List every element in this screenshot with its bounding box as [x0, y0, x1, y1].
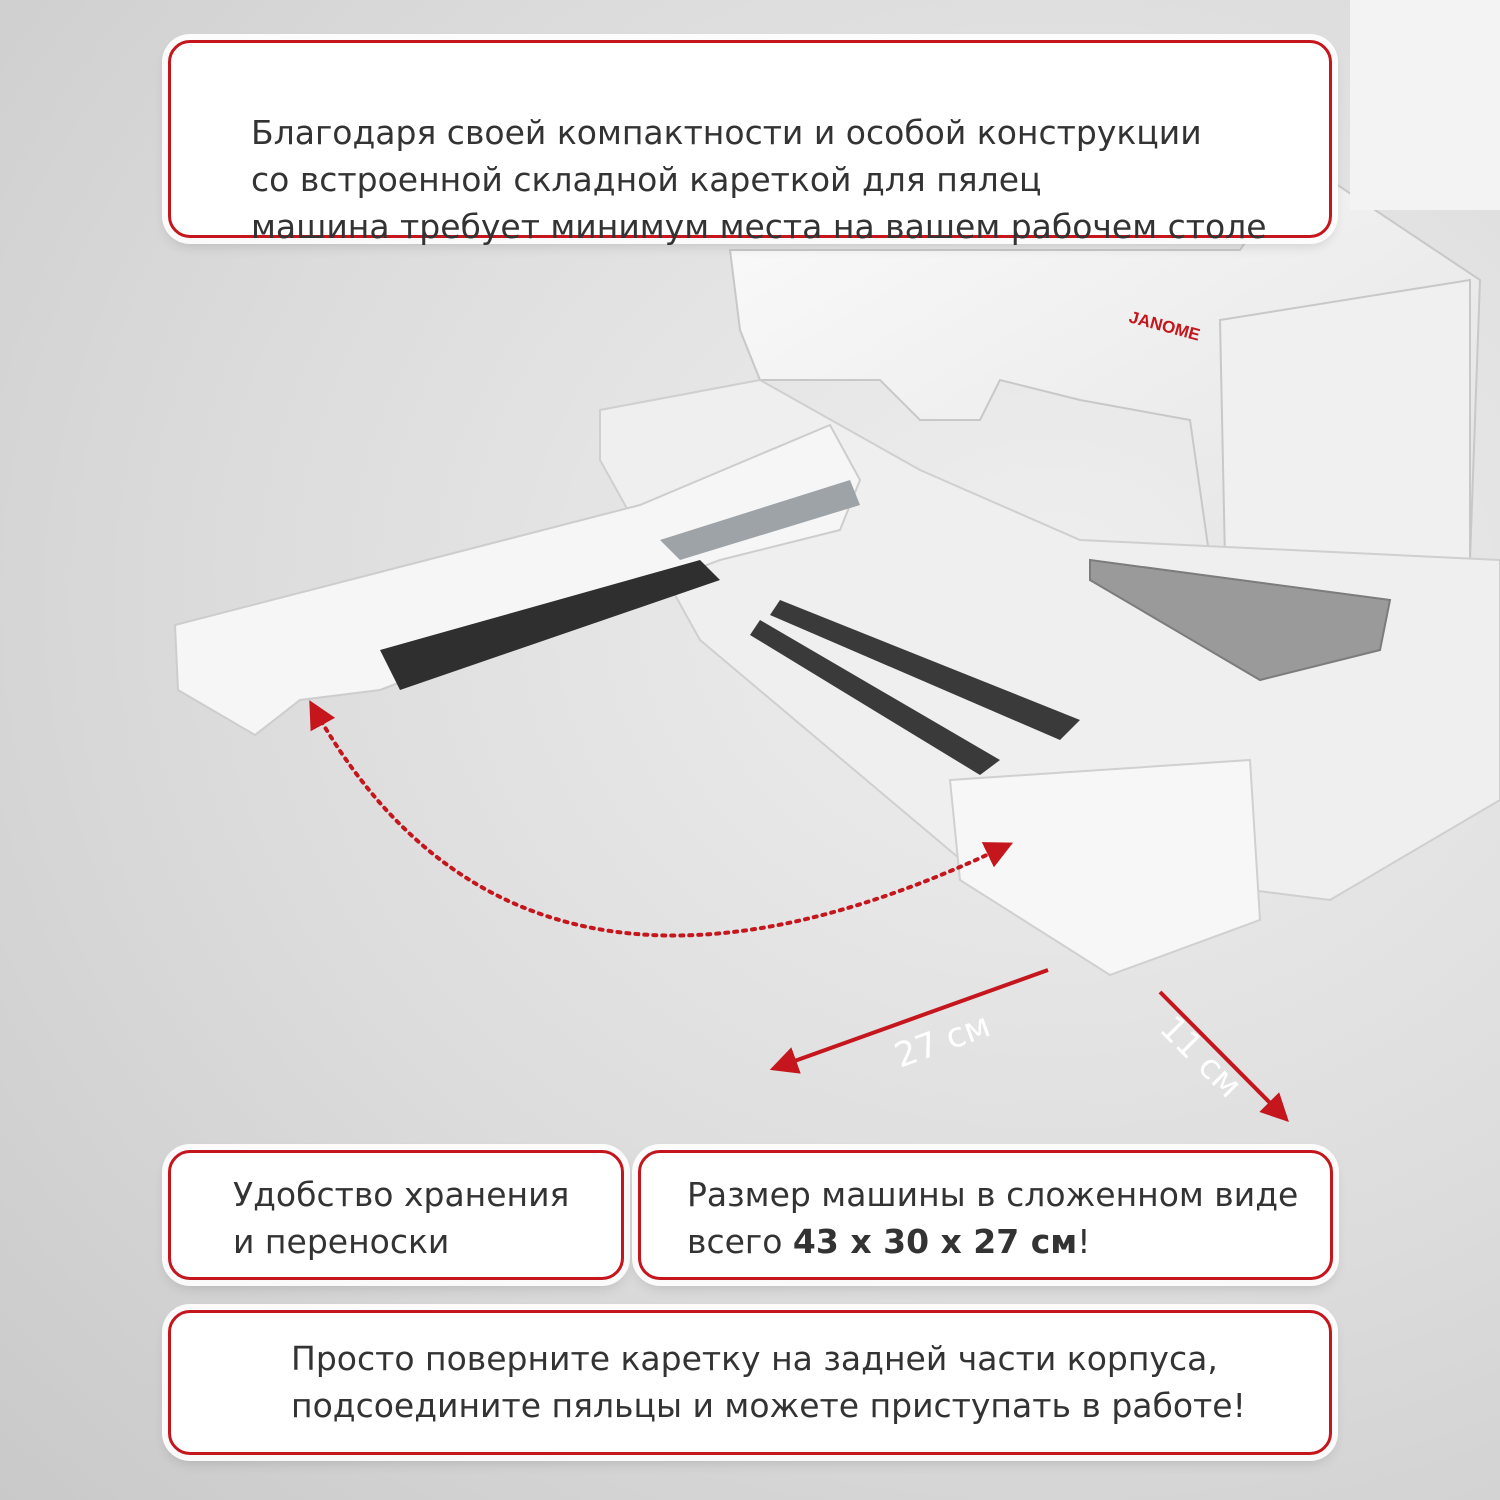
depth-dimension-arrow: [1158, 990, 1289, 1122]
size-value: 43 х 30 х 27 см: [792, 1222, 1078, 1261]
rotation-arrow: [309, 700, 1014, 938]
callout-text-line: Благодаря своей компактности и особой ко…: [251, 113, 1202, 152]
sewing-machine-body: JANOME: [728, 0, 1500, 602]
feature-callout-usage: Просто поверните каретку на задней части…: [168, 1310, 1332, 1455]
feature-callout-storage: Удобство хранения и переноски: [168, 1150, 624, 1280]
callout-text-line: Удобство хранения: [233, 1175, 570, 1214]
callout-text-line: со встроенной складной кареткой для пяле…: [251, 160, 1042, 199]
width-dimension-arrow: [769, 968, 1049, 1074]
embroidery-arm: [173, 423, 862, 737]
callout-text-line: и переноски: [233, 1222, 450, 1261]
size-suffix: !: [1077, 1222, 1091, 1261]
callout-text-line: подсоедините пяльцы и можете приступать …: [291, 1386, 1246, 1425]
callout-text-line: Размер машины в сложенном виде: [687, 1175, 1299, 1214]
needle-plate: [1089, 558, 1392, 682]
size-prefix: всего: [687, 1222, 793, 1261]
arm-control-panel: [660, 480, 860, 560]
callout-text-line: Просто поверните каретку на задней части…: [291, 1339, 1218, 1378]
width-dimension-label: 27 см: [889, 1005, 995, 1076]
feature-callout-size: Размер машины в сложенном виде всего 43 …: [638, 1150, 1333, 1280]
callout-text-line: машина требует минимум места на вашем ра…: [251, 207, 1267, 246]
feature-callout-compact: Благодаря своей компактности и особой ко…: [168, 40, 1332, 246]
callout-text-line: всего 43 х 30 х 27 см!: [687, 1218, 1330, 1265]
depth-dimension-label: 11 см: [1152, 1008, 1250, 1106]
